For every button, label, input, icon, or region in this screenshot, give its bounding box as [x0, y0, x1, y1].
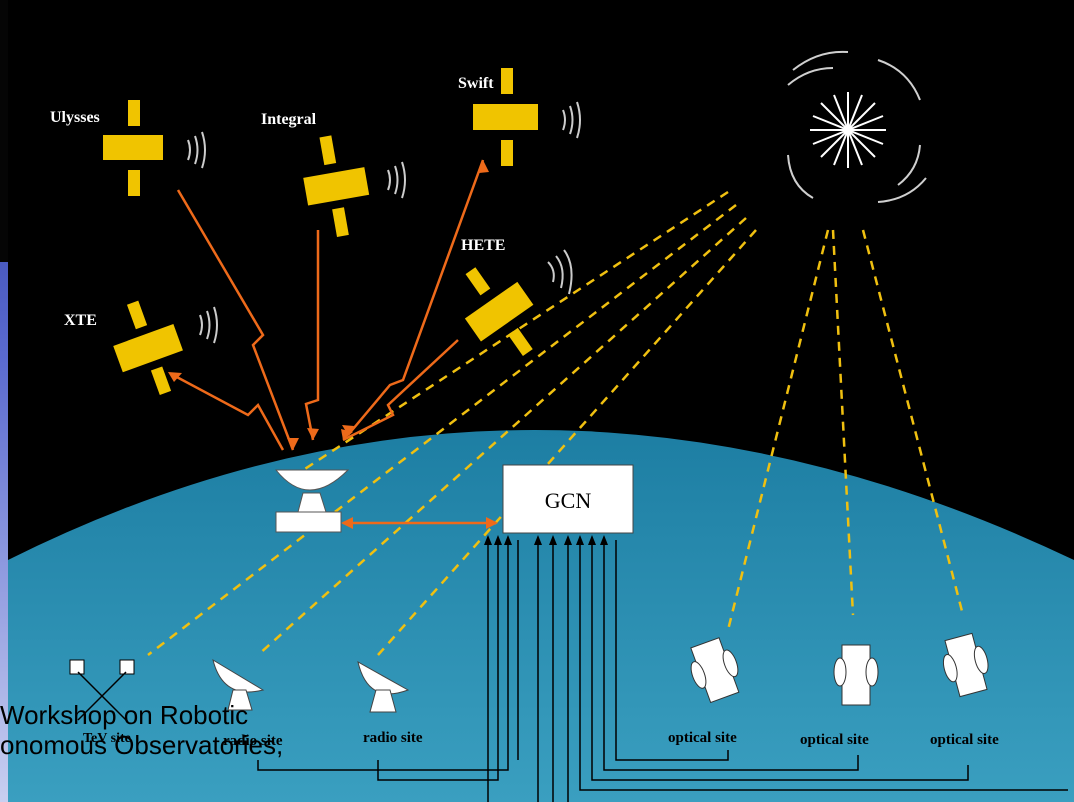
label-tev-site: TeV site [83, 731, 131, 746]
label-radio-site-2: radio site [363, 730, 423, 746]
tev-site-icon [69, 659, 135, 721]
satellite-hete [464, 267, 534, 357]
optical-telescope-2-icon [833, 644, 879, 706]
ground-station-dish-icon [274, 469, 350, 533]
gcn-network-diagram: Ulysses Integral Swift HETE XTE GCN [8, 0, 1074, 802]
label-optical-site-3: optical site [930, 732, 999, 748]
gamma-ray-burst-icon [787, 50, 927, 203]
satellite-swift: Swift [458, 68, 581, 166]
earth-surface [8, 430, 1074, 802]
arrowheads [168, 160, 498, 529]
integral-waves [387, 161, 406, 199]
label-hete: HETE [461, 237, 505, 254]
hete-waves [547, 249, 573, 295]
gcn-label: GCN [545, 488, 592, 513]
radio-dish-2-icon [357, 661, 410, 713]
gcn-distribution-lines [257, 540, 1068, 802]
radio-dish-1-icon [212, 658, 265, 711]
footer-line-1: Workshop on Robotic [0, 700, 249, 730]
satellite-integral [303, 135, 370, 237]
label-ulysses: Ulysses [50, 109, 100, 126]
label-radio-site-1: radio site [223, 733, 283, 749]
label-xte: XTE [64, 312, 97, 329]
slide-footer: Workshop on Robotic onomous Observatorie… [0, 700, 420, 760]
satellite-xte [113, 300, 183, 395]
xte-waves [199, 306, 218, 344]
slide-dark-panel [0, 0, 8, 262]
gcn-arrowheads [484, 535, 608, 545]
footer-line-2: onomous Observatories, [0, 730, 284, 760]
label-optical-site-2: optical site [800, 732, 869, 748]
satellite-downlinks [172, 159, 496, 525]
gcn-box: GCN [502, 464, 634, 534]
label-optical-site-1: optical site [668, 730, 737, 746]
label-integral: Integral [261, 111, 317, 128]
optical-telescope-3-icon [942, 632, 989, 698]
label-swift: Swift [458, 75, 494, 92]
satellite-ulysses: Ulysses [50, 100, 206, 196]
optical-telescope-1-icon [690, 637, 740, 704]
